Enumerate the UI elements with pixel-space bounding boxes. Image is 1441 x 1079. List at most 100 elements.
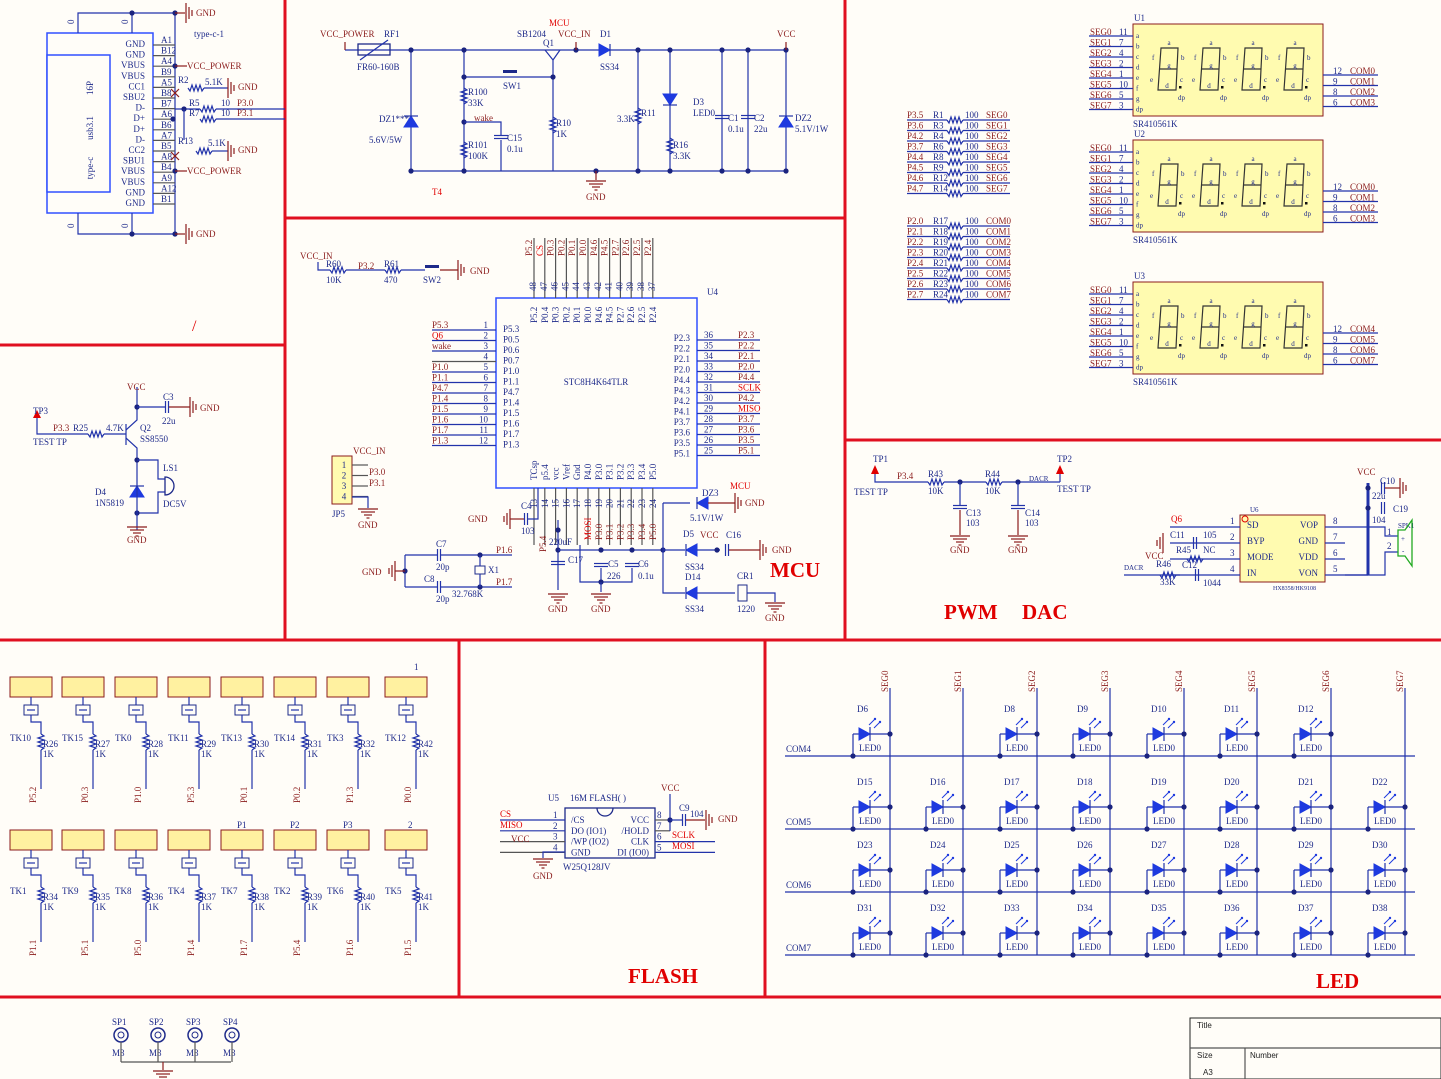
label-touch-marker_2: 2: [408, 820, 413, 830]
capacitor-icon: [715, 114, 729, 120]
junction-dot: [1034, 731, 1040, 737]
junction-dot: [1181, 804, 1187, 810]
label-mcu-jp5: JP5: [332, 509, 346, 519]
label-digit_segs-b: b: [1181, 170, 1185, 178]
label-seg_resistors-6-3: SEG6: [986, 173, 1008, 183]
label-usb-zero: 0: [120, 19, 130, 24]
label-displays-0-segs-0: SEG0: [1090, 27, 1112, 37]
junction-dot: [598, 547, 604, 553]
label-mcu-left_pins-9: P1.6: [503, 419, 520, 429]
label-mcu-top_nets-9: P2.6: [621, 239, 631, 256]
label-mounts-size: M3: [186, 1048, 199, 1058]
label-mcu-right_pins-2: P2.1: [674, 354, 690, 364]
ground-icon: [503, 509, 511, 529]
touch-key-pad[interactable]: [114, 829, 158, 851]
label-digit_segs-e: e: [1234, 192, 1237, 200]
label-mcu-jp_pins-1: 2: [342, 471, 347, 481]
label-led-rows-3-2: D33: [1004, 903, 1020, 913]
switch-sw2-icon[interactable]: [425, 265, 439, 268]
touch-key-pad[interactable]: [61, 676, 105, 698]
label-seg_resistors-6-0: P4.6: [907, 173, 924, 183]
touch-key-pad[interactable]: [61, 829, 105, 851]
touch-key-pad[interactable]: [384, 829, 428, 851]
touch-key-pad[interactable]: [220, 676, 264, 698]
label-led-rows-2-2: D25: [1004, 840, 1020, 850]
touch-key-pad[interactable]: [167, 676, 211, 698]
junction-dot: [1328, 930, 1334, 936]
label-mcu-right_pins-6: P4.2: [674, 396, 690, 406]
label-digit_segs-f: f: [1278, 170, 1281, 178]
label-mcu-bottom_nums-4: 17: [572, 499, 582, 509]
resistor-icon: [946, 188, 964, 199]
label-digit_segs-f: f: [1152, 312, 1155, 320]
touch-key-pad[interactable]: [384, 676, 428, 698]
touch-key-pad[interactable]: [273, 829, 317, 851]
usb-pin-number: A1: [161, 35, 172, 45]
resistor-icon: [946, 231, 964, 242]
usb-pin-number: B1: [161, 194, 172, 204]
label-displays-2-segs-3: SEG3: [1090, 317, 1112, 327]
touch-key-pad[interactable]: [220, 829, 264, 851]
junction-dot: [850, 952, 856, 958]
label-digit_segs-dp: dp: [1304, 352, 1312, 360]
usb-pin-number: B8: [161, 88, 172, 98]
label-touch-top-0-tk: TK10: [10, 733, 31, 743]
label-pwm-r44_val: 10K: [985, 486, 1001, 496]
label-led-segs-1: SEG1: [953, 670, 963, 692]
label-display_pins-4: e: [1136, 74, 1139, 82]
label-mcu-c16_gnd: GND: [772, 545, 792, 555]
label-mcu-top_pins-7: P4.5: [605, 306, 615, 323]
label-touch-top-6-tk: TK3: [327, 733, 344, 743]
label-amp-c12: C12: [1182, 560, 1197, 570]
ground-icon: [185, 3, 193, 23]
touch-key-pad[interactable]: [326, 676, 370, 698]
wire: [352, 496, 369, 508]
label-digit_segs-a: a: [1251, 39, 1255, 47]
led-d10-icon: [1152, 717, 1176, 741]
label-mcu-right_nets-10: P3.5: [738, 435, 755, 445]
label-led-value: LED0: [859, 942, 881, 952]
label-touch-bottom-4-tk: TK7: [221, 886, 238, 896]
capacitor-icon: [494, 134, 508, 140]
label-power-dz1_val: 5.6V/5W: [369, 135, 403, 145]
label-seg_resistors-5-2: 100: [965, 163, 979, 173]
label-com_resistors-5-1: R22: [933, 269, 948, 279]
touch-key-pad[interactable]: [326, 829, 370, 851]
ground-icon: [1399, 478, 1407, 498]
label-power-c15: C15: [507, 133, 523, 143]
label-mcu-left_pins-7: P1.4: [503, 398, 520, 408]
touch-key-pad[interactable]: [9, 676, 53, 698]
label-displays-0-seg_nums-2: 4: [1119, 48, 1124, 58]
label-com_resistors-7-1: R24: [933, 290, 949, 300]
wire: [464, 121, 502, 136]
switch-sw1-icon[interactable]: [503, 70, 517, 73]
label-mcu-top_pins-4: P0.1: [572, 307, 582, 323]
audio-amp-u6-chip: [1239, 514, 1326, 583]
junction-dot: [629, 547, 635, 553]
label-digit_segs-g: g: [1209, 178, 1213, 186]
label-digit_segs-d: d: [1165, 82, 1169, 90]
touch-key-pad[interactable]: [273, 676, 317, 698]
label-touch-top-7-r: R42: [418, 739, 433, 749]
label-com_resistors-0-1: R17: [933, 216, 949, 226]
digit-icon: [1157, 47, 1182, 91]
junction-dot: [1365, 826, 1371, 832]
label-led-value: LED0: [1226, 942, 1248, 952]
label-mcu-left_nums-4: 5: [484, 362, 489, 372]
seven-segment-display: [1132, 139, 1324, 233]
touch-key-pad[interactable]: [9, 829, 53, 851]
touch-key-pad[interactable]: [114, 676, 158, 698]
usb-pin-name: CC2: [128, 145, 145, 155]
label-mcu-d5: D5: [683, 529, 694, 539]
label-displays-0-segs-1: SEG1: [1090, 38, 1112, 48]
touch-key-pad[interactable]: [167, 829, 211, 851]
junction-dot: [1365, 952, 1371, 958]
label-displays-2-coms-0: COM4: [1350, 324, 1376, 334]
junction-dot: [1402, 804, 1408, 810]
resistor-icon: [946, 221, 964, 231]
label-led-rows-1-6: D21: [1298, 777, 1314, 787]
label-com_resistors-1-2: 100: [965, 227, 979, 237]
label-displays-2-ref: U3: [1134, 271, 1145, 281]
wire: [82, 715, 94, 734]
